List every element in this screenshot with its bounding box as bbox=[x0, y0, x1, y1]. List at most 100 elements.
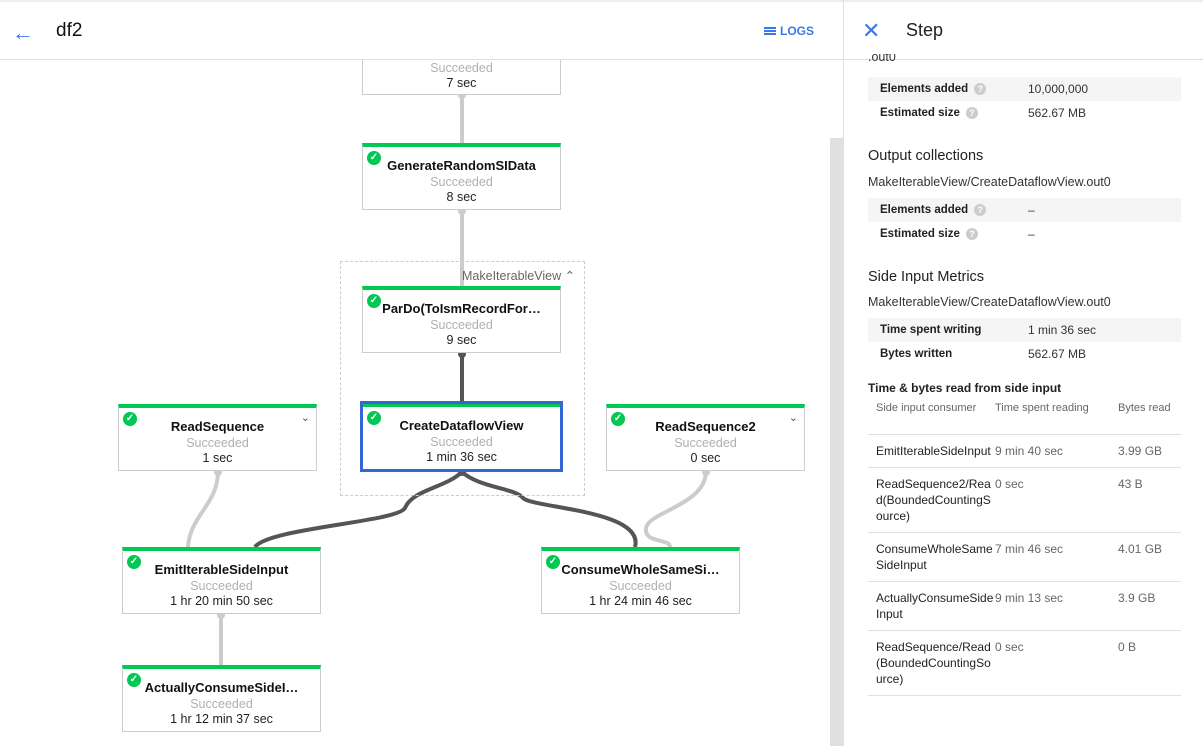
check-circle-icon: ✓ bbox=[367, 151, 381, 165]
check-circle-icon: ✓ bbox=[127, 673, 141, 687]
cell-consumer: ReadSequence/Read(BoundedCountingSource) bbox=[876, 640, 991, 686]
side-path: MakeIterableView/CreateDataflowView.out0 bbox=[868, 295, 1111, 309]
step-node-actually-consume-side-input[interactable]: ✓ ActuallyConsumeSideI… Succeeded 1 hr 1… bbox=[122, 665, 321, 732]
step-node-read-sequence[interactable]: ✓ ⌄ ReadSequence Succeeded 1 sec bbox=[118, 404, 317, 471]
metric-key: Elements added bbox=[880, 204, 969, 216]
column-header: Side input consumer bbox=[876, 402, 977, 414]
edge bbox=[644, 470, 708, 548]
logs-label: LOGS bbox=[780, 24, 815, 38]
step-node-pardo[interactable]: ✓ ParDo(ToIsmRecordFor… Succeeded 9 sec bbox=[362, 286, 561, 353]
node-duration: 8 sec bbox=[446, 190, 477, 204]
check-circle-icon: ✓ bbox=[123, 412, 137, 426]
panel-header: ✕ Step bbox=[844, 0, 1203, 60]
group-make-iterable-view bbox=[340, 261, 585, 496]
node-name: EmitIterableSideInput bbox=[154, 562, 289, 577]
metric-key: Bytes written bbox=[880, 348, 953, 360]
cell-bytes: 0 B bbox=[1118, 640, 1137, 654]
edge bbox=[186, 470, 220, 548]
metric-key: Estimated size bbox=[880, 228, 960, 240]
node-status: Succeeded bbox=[430, 175, 493, 189]
column-header: Bytes read bbox=[1118, 402, 1171, 414]
side-input-read-table: Side input consumer Time spent reading B… bbox=[868, 398, 1181, 696]
back-arrow-icon[interactable]: ← bbox=[12, 20, 34, 45]
node-name: ReadSequence bbox=[170, 419, 265, 434]
node-name: ActuallyConsumeSideI… bbox=[144, 680, 299, 695]
step-node-generate-random-si-data[interactable]: ✓ GenerateRandomSIData Succeeded 8 sec bbox=[362, 143, 561, 210]
metric-key: Elements added bbox=[880, 83, 969, 95]
check-circle-icon: ✓ bbox=[127, 555, 141, 569]
cell-time: 0 sec bbox=[995, 640, 1024, 654]
list-icon bbox=[764, 26, 776, 36]
metric-value: 562.67 MB bbox=[1028, 347, 1087, 361]
close-icon[interactable]: ✕ bbox=[862, 18, 881, 43]
node-name: ParDo(ToIsmRecordFor… bbox=[382, 301, 541, 316]
check-circle-icon: ✓ bbox=[367, 294, 381, 308]
step-node-emit-iterable-side-input[interactable]: ✓ EmitIterableSideInput Succeeded 1 hr 2… bbox=[122, 547, 321, 614]
cell-bytes: 3.9 GB bbox=[1118, 591, 1156, 605]
table-row: EmitIterableSideInput 9 min 40 sec 3.99 GB bbox=[868, 435, 1181, 468]
edge bbox=[253, 470, 464, 549]
check-circle-icon: ✓ bbox=[367, 411, 381, 425]
step-node-create-dataflow-view[interactable]: ✓ CreateDataflowView Succeeded 1 min 36 … bbox=[360, 401, 563, 472]
cell-time: 0 sec bbox=[995, 477, 1024, 491]
node-status: Succeeded bbox=[430, 318, 493, 332]
cell-time: 9 min 13 sec bbox=[995, 591, 1064, 605]
help-icon[interactable]: ? bbox=[965, 107, 978, 119]
cell-time: 7 min 46 sec bbox=[995, 542, 1064, 556]
step-panel: ✕ Step .out0 Elements added?10,000,000 E… bbox=[843, 0, 1203, 746]
output-path: MakeIterableView/CreateDataflowView.out0 bbox=[868, 175, 1111, 189]
read-heading: Time & bytes read from side input bbox=[868, 381, 1062, 395]
node-status: Succeeded bbox=[430, 61, 493, 75]
node-name: ConsumeWholeSameSi… bbox=[561, 562, 720, 577]
node-name: ReadSequence2 bbox=[655, 419, 756, 434]
step-node-consume-whole-same-side-input[interactable]: ✓ ConsumeWholeSameSi… Succeeded 1 hr 24 … bbox=[541, 547, 740, 614]
metric-key: Time spent writing bbox=[880, 324, 982, 336]
help-icon[interactable]: ? bbox=[974, 83, 987, 95]
check-circle-icon: ✓ bbox=[611, 412, 625, 426]
logs-button[interactable]: LOGS bbox=[764, 24, 814, 38]
help-icon[interactable]: ? bbox=[974, 204, 987, 216]
cell-time: 9 min 40 sec bbox=[995, 444, 1064, 458]
cell-consumer: EmitIterableSideInput bbox=[876, 444, 991, 458]
help-icon[interactable]: ? bbox=[965, 228, 978, 240]
cell-consumer: ActuallyConsumeSideInput bbox=[876, 591, 994, 621]
pipeline-graph: MakeIterableView ⌃ Succeeded 7 sec ✓ Gen… bbox=[0, 60, 843, 746]
graph-scrollbar[interactable] bbox=[830, 138, 843, 746]
top-bar: ← df2 LOGS bbox=[0, 0, 843, 60]
node-status: Succeeded bbox=[430, 435, 493, 449]
chevron-down-icon[interactable]: ⌄ bbox=[300, 412, 310, 424]
node-status: Succeeded bbox=[190, 697, 253, 711]
metric-value: 1 min 36 sec bbox=[1028, 323, 1097, 337]
check-circle-icon: ✓ bbox=[546, 555, 560, 569]
chevron-down-icon[interactable]: ⌄ bbox=[788, 412, 798, 424]
step-node[interactable]: Succeeded 7 sec bbox=[362, 60, 561, 95]
node-status: Succeeded bbox=[186, 436, 249, 450]
table-row: ReadSequence2/Read(BoundedCountingSource… bbox=[868, 468, 1181, 533]
table-header: Side input consumer Time spent reading B… bbox=[868, 398, 1181, 435]
column-header: Time spent reading bbox=[995, 402, 1089, 414]
cell-consumer: ConsumeWholeSameSideInput bbox=[876, 542, 993, 572]
table-row: ReadSequence/Read(BoundedCountingSource)… bbox=[868, 631, 1181, 696]
metric-row: Time spent writing 1 min 36 sec bbox=[868, 318, 1181, 342]
metric-row: Estimated size?– bbox=[868, 222, 1181, 246]
node-duration: 1 hr 20 min 50 sec bbox=[170, 594, 273, 608]
chevron-up-icon[interactable]: ⌃ bbox=[564, 269, 576, 283]
metric-value: – bbox=[1028, 203, 1035, 217]
input-path: .out0 bbox=[868, 54, 896, 64]
metric-row: Bytes written 562.67 MB bbox=[868, 342, 1181, 366]
group-label[interactable]: MakeIterableView ⌃ bbox=[462, 268, 575, 283]
cell-bytes: 43 B bbox=[1118, 477, 1143, 491]
node-name: GenerateRandomSIData bbox=[387, 158, 536, 173]
node-duration: 7 sec bbox=[446, 76, 477, 90]
edge-port bbox=[458, 468, 466, 476]
cell-bytes: 3.99 GB bbox=[1118, 444, 1163, 458]
node-duration: 9 sec bbox=[446, 333, 477, 347]
step-node-read-sequence2[interactable]: ✓ ⌄ ReadSequence2 Succeeded 0 sec bbox=[606, 404, 805, 471]
group-name: MakeIterableView bbox=[462, 269, 562, 283]
edge bbox=[460, 470, 638, 548]
node-status: Succeeded bbox=[609, 579, 672, 593]
node-duration: 1 hr 12 min 37 sec bbox=[170, 712, 273, 726]
metric-key: Estimated size bbox=[880, 107, 960, 119]
